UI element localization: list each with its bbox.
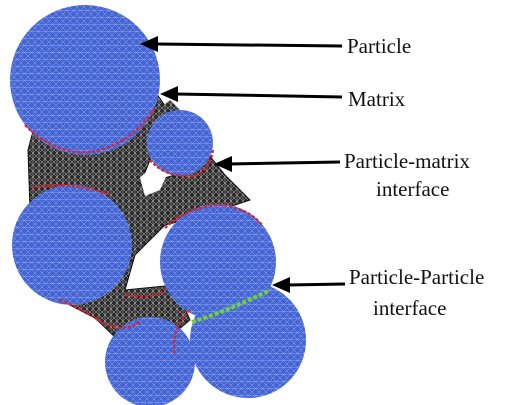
arrow-particle-particle-interface bbox=[272, 277, 346, 293]
callout-arrows bbox=[140, 36, 346, 293]
arrow-matrix bbox=[160, 86, 343, 102]
particle-bottom-right bbox=[190, 282, 306, 398]
particle-matrix-interface bbox=[24, 107, 263, 356]
arrow-particle bbox=[140, 36, 343, 52]
label-particle-matrix-interface-line2: interface bbox=[376, 177, 450, 201]
particle-top-left bbox=[10, 5, 160, 155]
particle-middle-left bbox=[12, 185, 132, 305]
label-particle-particle-interface-line2: interface bbox=[373, 296, 447, 320]
particles bbox=[10, 5, 306, 405]
particle-particle-interface bbox=[191, 288, 271, 324]
particle-small bbox=[147, 110, 213, 176]
label-particle: Particle bbox=[347, 34, 412, 58]
label-matrix: Matrix bbox=[348, 87, 406, 111]
arrow-particle-matrix-interface bbox=[214, 156, 341, 172]
particle-bottom-left bbox=[105, 317, 195, 405]
label-particle-matrix-interface-line1: Particle-matrix bbox=[344, 149, 470, 173]
label-particle-particle-interface-line1: Particle-Particle bbox=[349, 265, 485, 289]
